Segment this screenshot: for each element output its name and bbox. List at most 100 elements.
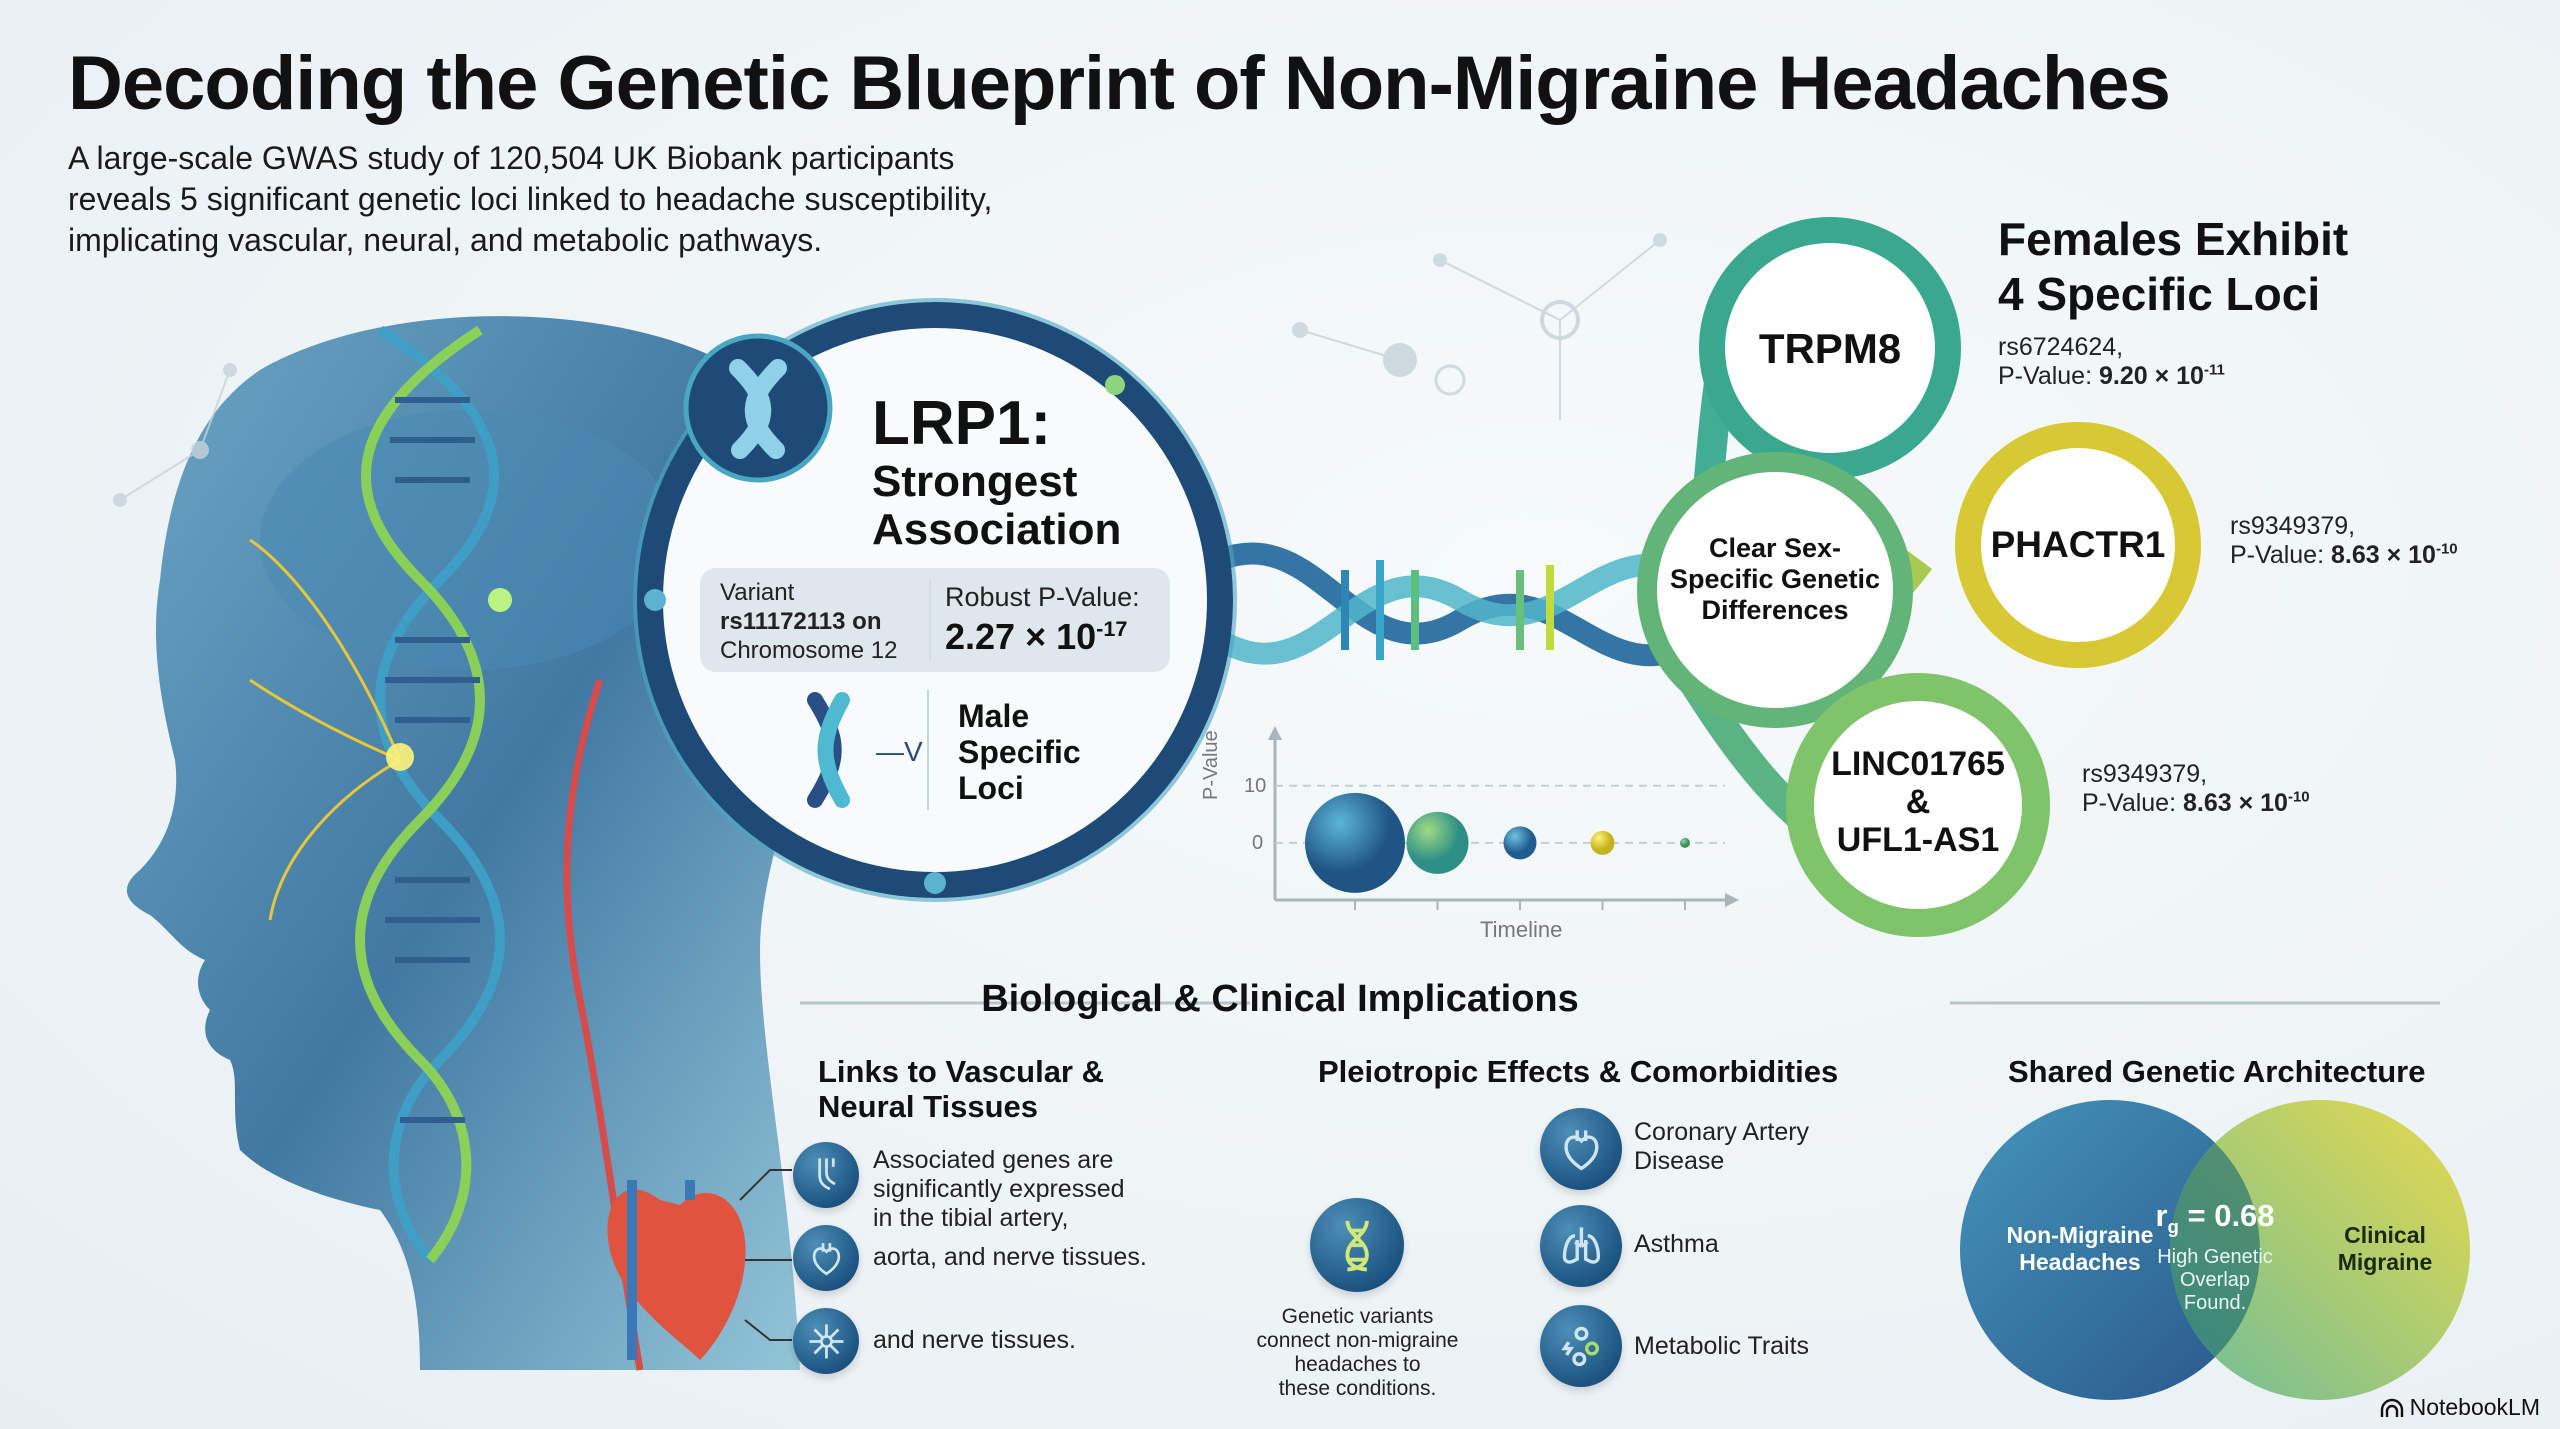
heart-illustration [607, 1189, 746, 1360]
notebooklm-logo-icon [2380, 1398, 2403, 1417]
brand-name: NotebookLM [2409, 1394, 2540, 1420]
pvalue-label: Robust P-Value: [945, 582, 1140, 612]
variant-info-box [700, 568, 1170, 672]
pleiotropic-heading: Pleiotropic Effects & Comorbidities [1318, 1054, 1839, 1089]
dna-icon [1310, 1198, 1404, 1292]
pvalue-mantissa: 2.27 × 10 [945, 616, 1097, 657]
vascular-item-text: aorta, and nerve tissues. [873, 1243, 1147, 1271]
item-line: in the tibial artery, [873, 1204, 1069, 1232]
heading-line: Neural Tissues [818, 1089, 1038, 1124]
ring-dot [644, 589, 666, 611]
vascular-heading: Links to Vascular & Neural Tissues [818, 1054, 1104, 1124]
venn-right-circle [2170, 1100, 2470, 1400]
linc01765-node: LINC01765 & UFL1-AS1 [1808, 745, 2028, 859]
ring-dot [924, 872, 946, 894]
rg-symbol: r [2155, 1198, 2168, 1233]
subtitle-line: implicating vascular, neural, and metabo… [68, 222, 823, 258]
variant-line: Variant [720, 579, 795, 606]
pvalue-label: P-Value: [2082, 789, 2177, 817]
heart-icon [1540, 1108, 1622, 1190]
locus-rsid: rs9349379, [2082, 760, 2208, 788]
phactr1-info: rs9349379, P-Value: 8.63 × 10-10 [2230, 512, 2458, 570]
vascular-item-text: and nerve tissues. [873, 1326, 1076, 1354]
comorbidity-item: Coronary Artery Disease [1634, 1118, 1809, 1176]
caption-line: headaches to [1294, 1353, 1421, 1376]
rg-value: = 0.68 [2178, 1198, 2275, 1233]
overlap-line: Found. [2183, 1292, 2247, 1314]
lrp1-subtitle-line: Association [872, 505, 1122, 554]
trpm8-info: rs6724624, P-Value: 9.20 × 10-11 [1998, 333, 2225, 391]
linc-ring [1786, 673, 2050, 937]
overlap-caption: High Genetic Overlap Found. [2150, 1246, 2280, 1315]
locus-pvalue: P-Value: 9.20 × 10-11 [1998, 362, 2225, 391]
overlap-line: High Genetic [2157, 1246, 2273, 1268]
pvalue-exponent: -10 [2435, 540, 2458, 558]
item-line: Disease [1634, 1147, 1725, 1175]
venn-overlap [2170, 1143, 2260, 1357]
venn-left-label: Non-Migraine Headaches [1990, 1222, 2170, 1276]
ring-dot [1105, 375, 1125, 395]
neuron-icon [793, 1308, 859, 1374]
heart-icon [793, 1225, 859, 1291]
chart-ytick: 0 [1252, 832, 1264, 854]
locus-pvalue: P-Value: 8.63 × 10-10 [2082, 789, 2310, 818]
lungs-icon [1540, 1205, 1622, 1287]
comorbidity-item: Metabolic Traits [1634, 1332, 1810, 1360]
subtitle-line: reveals 5 significant genetic loci linke… [68, 181, 993, 217]
heart-vessels [627, 1180, 695, 1360]
dna-ribbon-rungs [1341, 560, 1554, 660]
variant-info: Variant rs11172113 on Chromosome 12 [720, 578, 920, 665]
chromosome-tag: —V [876, 736, 923, 767]
venn-line: Headaches [2019, 1249, 2141, 1275]
lrp1-subtitle-line: Strongest [872, 457, 1078, 506]
lrp1-title: LRP1: [872, 389, 1052, 458]
variant-chromosome: Chromosome 12 [720, 637, 898, 664]
pvalue-exponent: -11 [2203, 361, 2225, 379]
linc01765-info: rs9349379, P-Value: 8.63 × 10-10 [2082, 760, 2310, 818]
pleiotropic-caption: Genetic variants connect non-migraine he… [1225, 1305, 1490, 1401]
pvalue-exponent: -17 [1096, 616, 1128, 641]
venn-right-label: Clinical Migraine [2300, 1222, 2470, 1276]
metabolism-icon [1540, 1305, 1622, 1387]
item-line: significantly expressed [873, 1175, 1125, 1203]
pvalue-value: 2.27 × 10-17 [945, 616, 1127, 658]
pvalue-mantissa: 9.20 × 10 [2098, 362, 2204, 390]
head-dna-rungs [385, 397, 480, 1123]
node-line: & [1905, 783, 1931, 821]
locus-pvalue: P-Value: 8.63 × 10-10 [2230, 541, 2458, 570]
node-line: UFL1-AS1 [1836, 821, 2000, 859]
venn-line: Migraine [2337, 1249, 2433, 1275]
node-line: Specific Genetic [1669, 564, 1881, 594]
comorbidity-item: Asthma [1634, 1230, 1719, 1258]
locus-rsid: rs6724624, [1998, 333, 2124, 361]
item-line: Associated genes are [873, 1146, 1114, 1174]
section-title-implications: Biological & Clinical Implications [981, 978, 1579, 1020]
pvalue-label: P-Value: [1998, 362, 2093, 390]
chart-xlabel: Timeline [1480, 917, 1563, 942]
caption-line: Genetic variants [1281, 1305, 1434, 1328]
chart-ytick: 10 [1244, 775, 1267, 797]
locus-rsid: rs9349379, [2230, 512, 2356, 540]
caption-line: connect non-migraine [1256, 1329, 1459, 1352]
pvalue-exponent: -10 [2287, 788, 2310, 806]
phactr1-node: PHACTR1 [1990, 524, 2166, 565]
nerves [249, 538, 402, 921]
node-line: Clear Sex- [1708, 533, 1842, 563]
chromosome-icon [729, 359, 787, 459]
molecule-decoration [113, 233, 1667, 507]
overlap-line: Overlap [2179, 1269, 2251, 1291]
chart-ylabel: P-Value [1200, 730, 1222, 800]
node-line: LINC01765 [1831, 745, 2005, 783]
item-line: Coronary Artery [1634, 1118, 1810, 1146]
dna-ribbon [1214, 542, 1706, 667]
females-title: Females Exhibit 4 Specific Loci [1998, 212, 2348, 322]
male-line: Male [958, 698, 1030, 734]
pvalue-label: P-Value: [2230, 541, 2325, 569]
head-dna-helix [355, 325, 505, 1264]
subtitle-line: A large-scale GWAS study of 120,504 UK B… [68, 140, 955, 176]
venn-line: Non-Migraine [2006, 1222, 2154, 1248]
male-specific-loci: Male Specific Loci [958, 698, 1081, 806]
male-line: Loci [958, 770, 1024, 806]
caption-line: these conditions. [1278, 1377, 1437, 1400]
